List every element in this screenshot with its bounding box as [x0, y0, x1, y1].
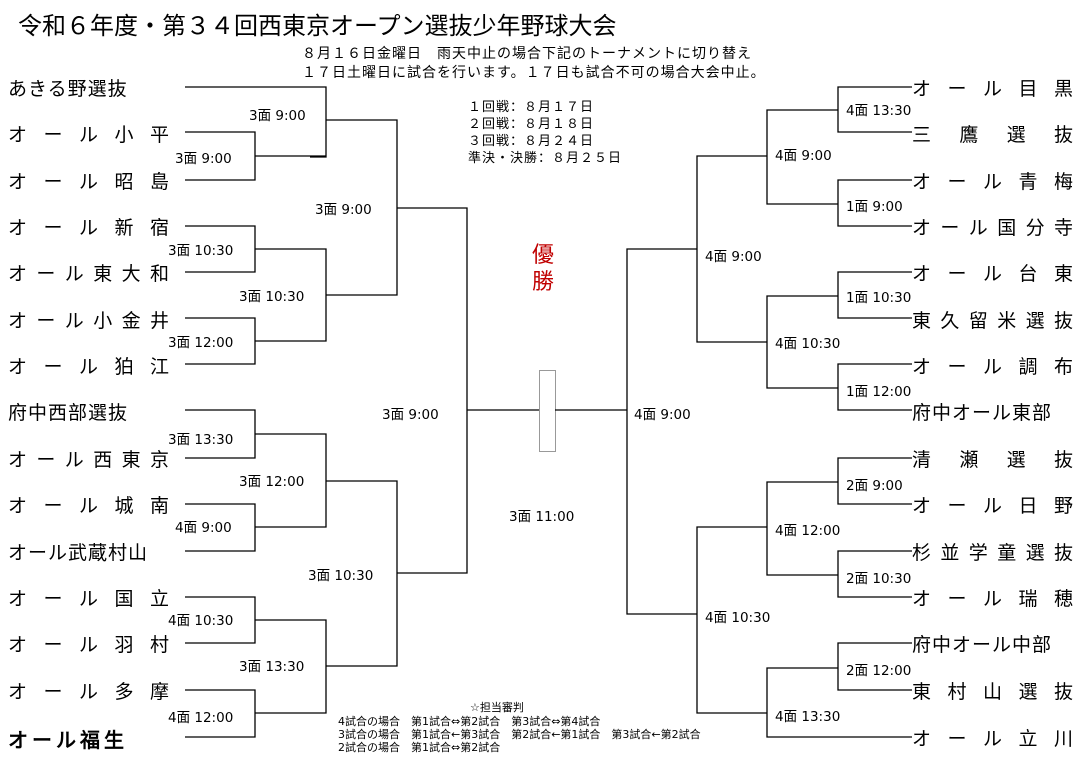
- match-time: 4面 13:30: [775, 709, 841, 725]
- team-right-4: オール国分寺: [912, 217, 1074, 239]
- match-time: 3面 10:30: [239, 289, 305, 305]
- bracket-line: [766, 667, 912, 738]
- team-left-2: オール小平: [8, 124, 170, 146]
- bracket-line: [626, 248, 697, 615]
- bracket-line: [696, 155, 767, 343]
- winner-label: 優勝: [531, 243, 554, 295]
- match-time: 3面 9:00: [249, 108, 306, 124]
- referee-title: ☆担当審判: [470, 701, 524, 714]
- team-left-7: オール狛江: [8, 356, 170, 378]
- match-time: 3面 10:30: [308, 568, 374, 584]
- team-left-12: オール国立: [8, 588, 170, 610]
- match-time: 1面 10:30: [846, 290, 912, 306]
- team-right-8: 府中オール東部: [912, 402, 1053, 424]
- match-time: 4面 10:30: [705, 610, 771, 626]
- bracket-line: [837, 550, 912, 598]
- bracket-line: [837, 179, 912, 227]
- schedule-final: 準決・決勝：８月２５日: [468, 151, 623, 166]
- bracket-line: [837, 86, 912, 133]
- team-left-15: オール福生: [8, 728, 128, 752]
- team-right-13: 府中オール中部: [912, 634, 1053, 656]
- team-left-6: オール小金井: [8, 310, 170, 332]
- bracket-line: [837, 363, 912, 411]
- team-left-14: オール多摩: [8, 681, 170, 703]
- schedule-round-2: ２回戦：８月１８日: [468, 117, 595, 132]
- final-match-time: 3面 11:00: [509, 509, 575, 525]
- bracket-line: [766, 481, 838, 576]
- team-left-4: オール新宿: [8, 217, 170, 239]
- team-right-9: 清瀬選抜: [912, 449, 1074, 471]
- match-time: 3面 12:00: [168, 335, 234, 351]
- match-time: 4面 9:00: [634, 407, 691, 423]
- bracket-line: [185, 86, 327, 158]
- match-time: 3面 9:00: [315, 202, 372, 218]
- match-time: 4面 13:30: [846, 103, 912, 119]
- match-time: 3面 13:30: [239, 659, 305, 675]
- team-right-1: オール目黒: [912, 78, 1074, 100]
- match-time: 3面 10:30: [168, 243, 234, 259]
- team-right-11: 杉並学童選抜: [912, 542, 1074, 564]
- team-left-5: オール東大和: [8, 263, 170, 285]
- page-title: 令和６年度・第３４回西東京オープン選抜少年野球大会: [18, 12, 617, 40]
- team-right-12: オール瑞穂: [912, 588, 1074, 610]
- bracket-line: [837, 457, 912, 505]
- team-left-9: オール西東京: [8, 449, 170, 471]
- match-time: 2面 12:00: [846, 663, 912, 679]
- team-right-14: 東村山選抜: [912, 681, 1074, 703]
- match-time: 2面 10:30: [846, 571, 912, 587]
- match-time: 4面 10:30: [168, 613, 234, 629]
- match-time: 4面 10:30: [775, 336, 841, 352]
- referee-line-3: 3試合の場合 第1試合←第3試合 第2試合←第1試合 第3試合←第2試合: [338, 728, 701, 741]
- bracket-line: [766, 109, 838, 205]
- team-left-13: オール羽村: [8, 634, 170, 656]
- match-time: 3面 9:00: [382, 407, 439, 423]
- team-left-8: 府中西部選抜: [8, 402, 129, 424]
- bracket-line: [837, 271, 912, 319]
- team-right-5: オール台東: [912, 263, 1074, 285]
- team-right-10: オール日野: [912, 495, 1074, 517]
- match-time: 2面 9:00: [846, 478, 903, 494]
- match-time: 3面 12:00: [239, 474, 305, 490]
- team-right-7: オール調布: [912, 356, 1074, 378]
- bracket-line: [696, 526, 767, 714]
- team-left-3: オール昭島: [8, 171, 170, 193]
- match-time: 4面 12:00: [168, 710, 234, 726]
- match-time: 4面 12:00: [775, 523, 841, 539]
- match-time: 4面 9:00: [175, 520, 232, 536]
- bracket-line: [397, 207, 468, 574]
- match-time: 1面 12:00: [846, 384, 912, 400]
- team-right-2: 三鷹選抜: [912, 124, 1074, 146]
- team-right-3: オール青梅: [912, 171, 1074, 193]
- bracket-line: [837, 642, 912, 691]
- match-time: 3面 9:00: [175, 151, 232, 167]
- referee-line-2: 2試合の場合 第1試合⇔第2試合: [338, 741, 501, 754]
- match-time: 4面 9:00: [775, 148, 832, 164]
- team-left-1: あきる野選抜: [8, 78, 128, 100]
- team-left-10: オール城南: [8, 495, 170, 517]
- rain-note-2: １７日土曜日に試合を行います。１７日も試合不可の場合大会中止。: [302, 65, 766, 81]
- team-right-6: 東久留米選抜: [912, 310, 1074, 332]
- schedule-round-3: ３回戦：８月２４日: [468, 134, 595, 149]
- rain-note-1: ８月１６日金曜日 雨天中止の場合下記のトーナメントに切り替え: [302, 46, 752, 62]
- bracket-line: [766, 295, 838, 389]
- winner-box: [539, 370, 556, 452]
- referee-line-4: 4試合の場合 第1試合⇔第2試合 第3試合⇔第4試合: [338, 715, 601, 728]
- match-time: 4面 9:00: [705, 249, 762, 265]
- team-left-11: オール武蔵村山: [8, 542, 149, 564]
- schedule-round-1: １回戦：８月１７日: [468, 100, 595, 115]
- match-time: 1面 9:00: [846, 199, 903, 215]
- team-right-15: オール立川: [912, 728, 1074, 750]
- match-time: 3面 13:30: [168, 432, 234, 448]
